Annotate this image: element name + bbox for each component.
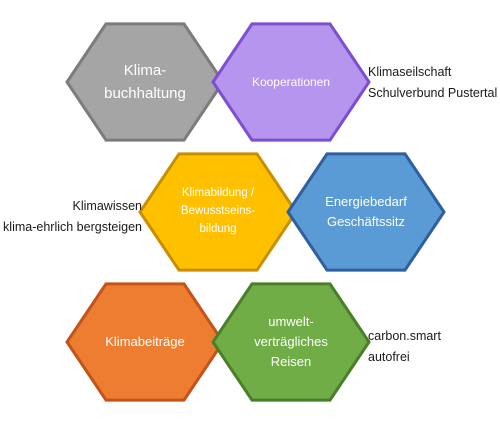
- hexagon-klimabuchhaltung: [65, 22, 225, 142]
- note-carbon-smart: carbon.smart: [368, 329, 441, 343]
- note-klima-ehrlich-bergsteigen: klima-ehrlich bergsteigen: [3, 220, 142, 234]
- note-autofrei: autofrei: [368, 350, 410, 364]
- reisen-notes: carbon.smart autofrei: [368, 326, 441, 368]
- klimabildung-notes: Klimawissen klima-ehrlich bergsteigen: [3, 196, 142, 238]
- hexagon-klimabeitraege: [65, 282, 225, 402]
- hexagon-reisen: [211, 282, 371, 402]
- note-klimaseilschaft: Klimaseilschaft: [368, 65, 452, 79]
- hexagon-kooperationen: [211, 22, 371, 142]
- hexagon-energiebedarf: [286, 152, 446, 272]
- note-klimawissen: Klimawissen: [72, 199, 142, 213]
- hexagon-klimabildung: [138, 152, 298, 272]
- kooperationen-notes: Klimaseilschaft Schulverbund Pustertal: [368, 62, 497, 104]
- note-schulverbund-pustertal: Schulverbund Pustertal: [368, 86, 498, 100]
